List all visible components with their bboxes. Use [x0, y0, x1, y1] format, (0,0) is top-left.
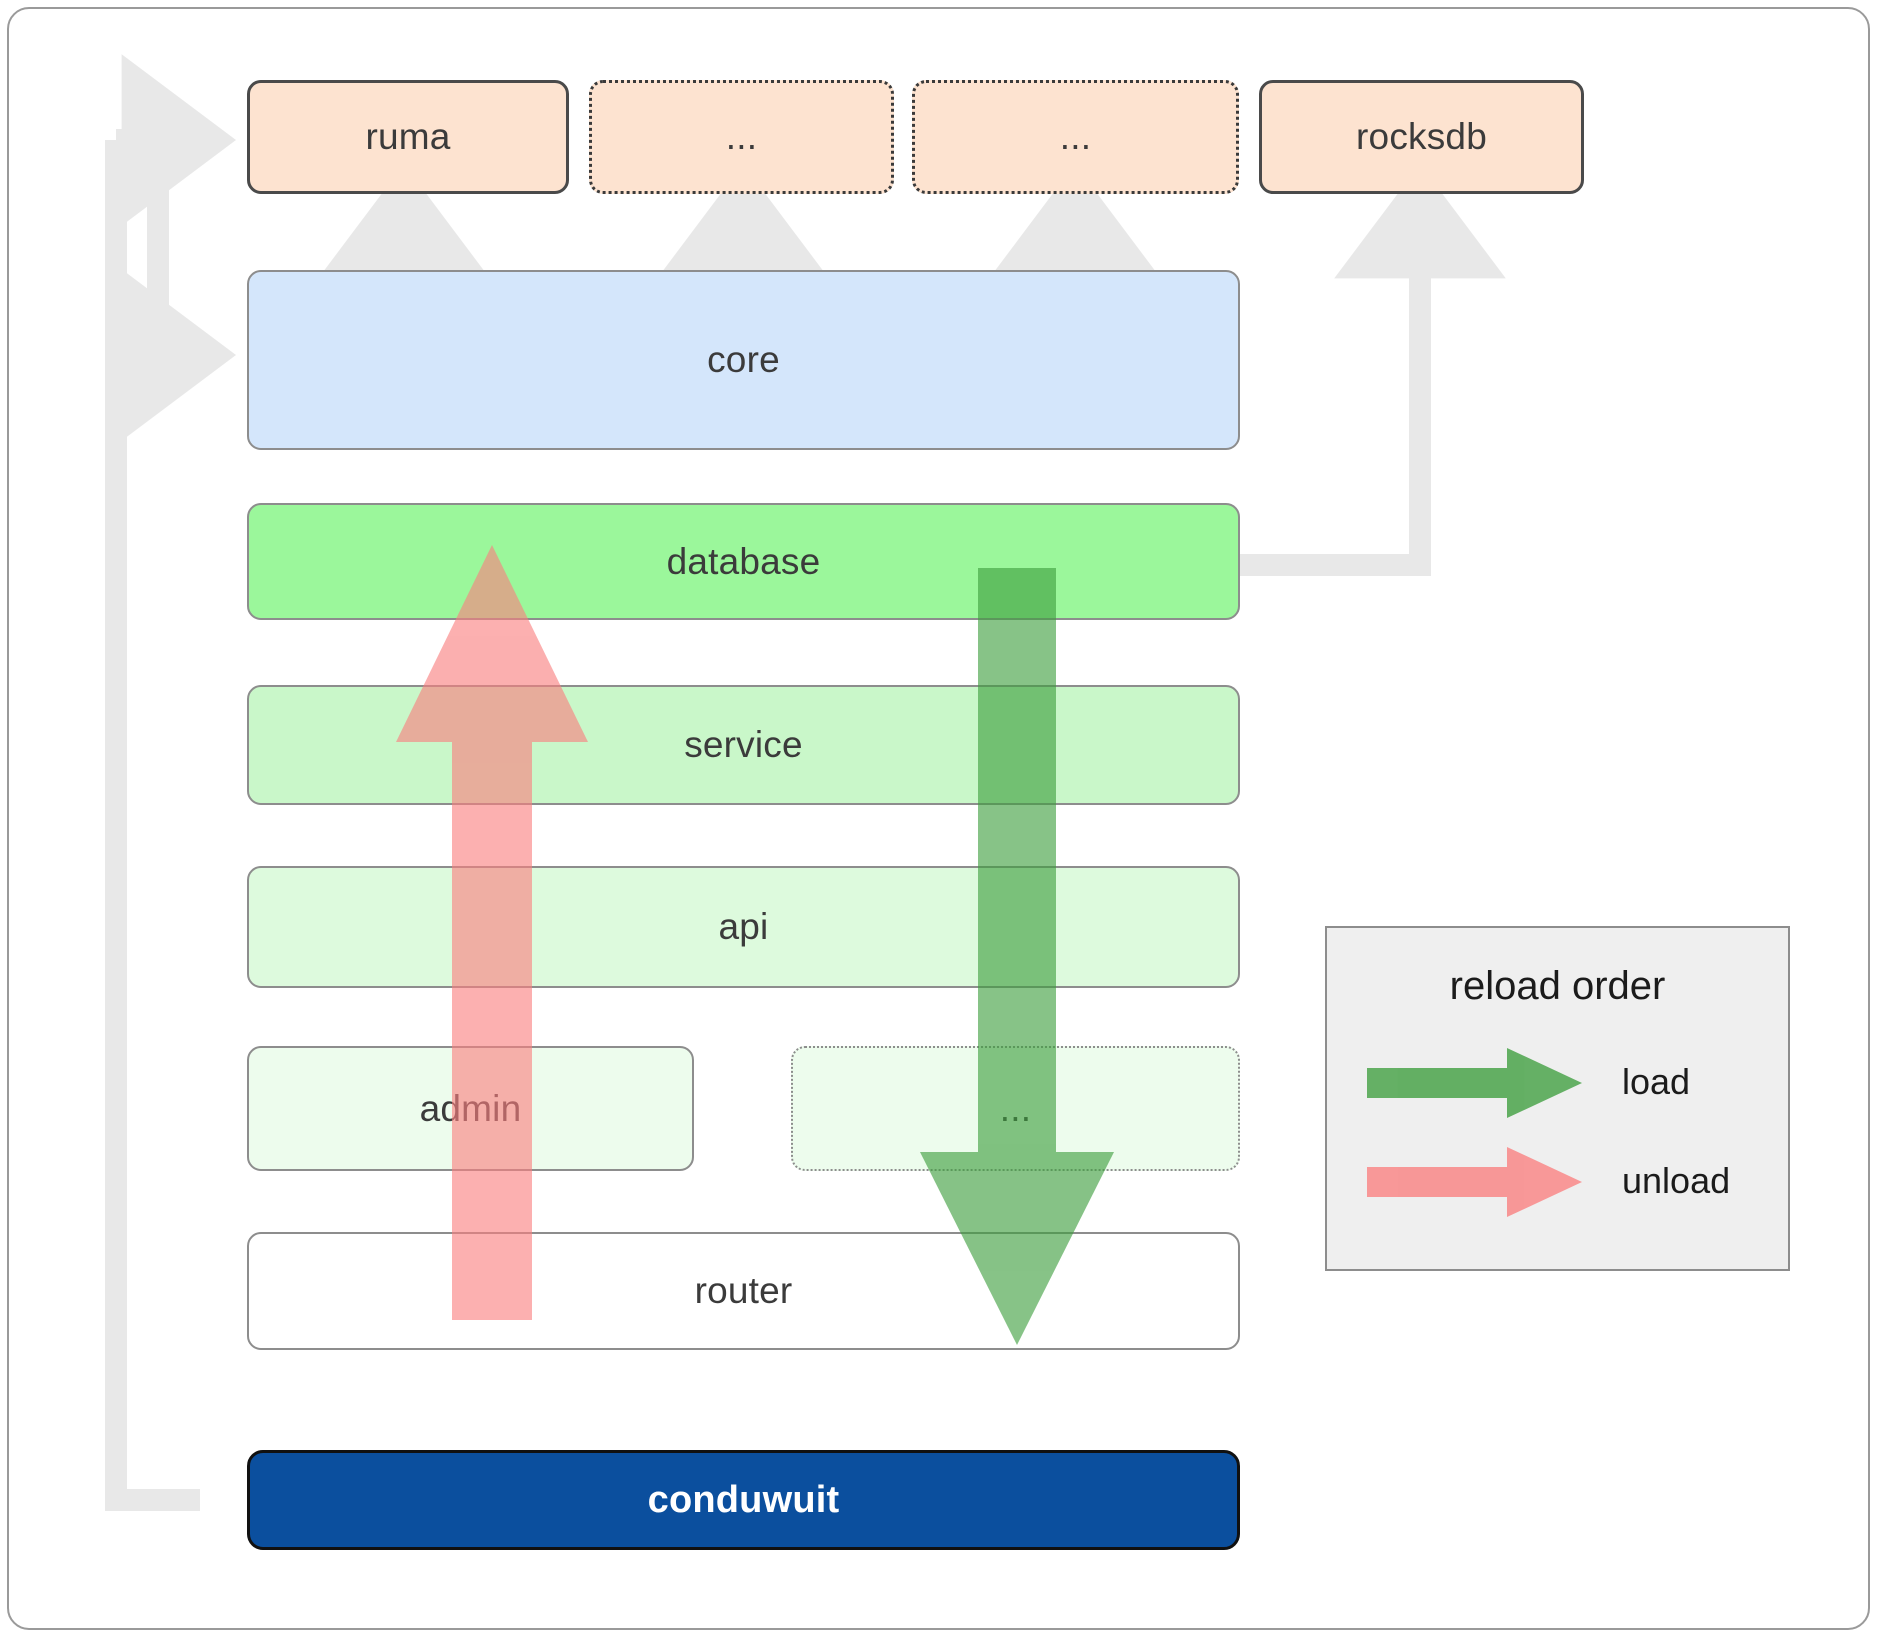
diagram-frame — [7, 7, 1870, 1630]
layer-label-service: service — [684, 724, 803, 765]
layer-label-admin: admin — [419, 1087, 522, 1129]
legend-panel: reload order load unload — [1325, 926, 1790, 1271]
legend-label-unload: unload — [1622, 1160, 1731, 1201]
dependency-box-rocksdb[interactable]: rocksdb — [1259, 80, 1584, 194]
layer-box-router[interactable]: router — [247, 1232, 1240, 1350]
layer-label-database: database — [666, 540, 821, 582]
layer-box-api[interactable]: api — [247, 866, 1240, 988]
dependency-label-rocksdb: rocksdb — [1356, 116, 1487, 157]
layer-box-service[interactable]: service — [247, 685, 1240, 805]
layer-label-core: core — [707, 339, 780, 380]
dependency-label-ellipsis-1: ... — [725, 116, 758, 157]
layer-label-ellipsis-3: ... — [999, 1087, 1032, 1129]
root-label-conduwuit: conduwuit — [647, 1478, 840, 1521]
dependency-box-ruma[interactable]: ruma — [247, 80, 569, 194]
dependency-label-ellipsis-2: ... — [1059, 116, 1092, 157]
layer-box-database[interactable]: database — [247, 503, 1240, 620]
layer-box-core[interactable]: core — [247, 270, 1240, 450]
legend-title: reload order — [1449, 964, 1666, 1008]
dependency-box-ellipsis-2[interactable]: ... — [912, 80, 1239, 194]
layer-label-router: router — [694, 1270, 793, 1311]
layer-label-api: api — [718, 906, 769, 947]
dependency-label-ruma: ruma — [365, 116, 451, 157]
root-box-conduwuit[interactable]: conduwuit — [247, 1450, 1240, 1550]
layer-box-admin[interactable]: admin — [247, 1046, 694, 1171]
layer-box-ellipsis-3[interactable]: ... — [791, 1046, 1240, 1171]
legend-label-load: load — [1622, 1061, 1691, 1102]
dependency-box-ellipsis-1[interactable]: ... — [589, 80, 894, 194]
legend-swatch-load — [1367, 1048, 1582, 1118]
legend-arrow-swatches — [1367, 1048, 1582, 1217]
legend-swatch-unload — [1367, 1147, 1582, 1217]
